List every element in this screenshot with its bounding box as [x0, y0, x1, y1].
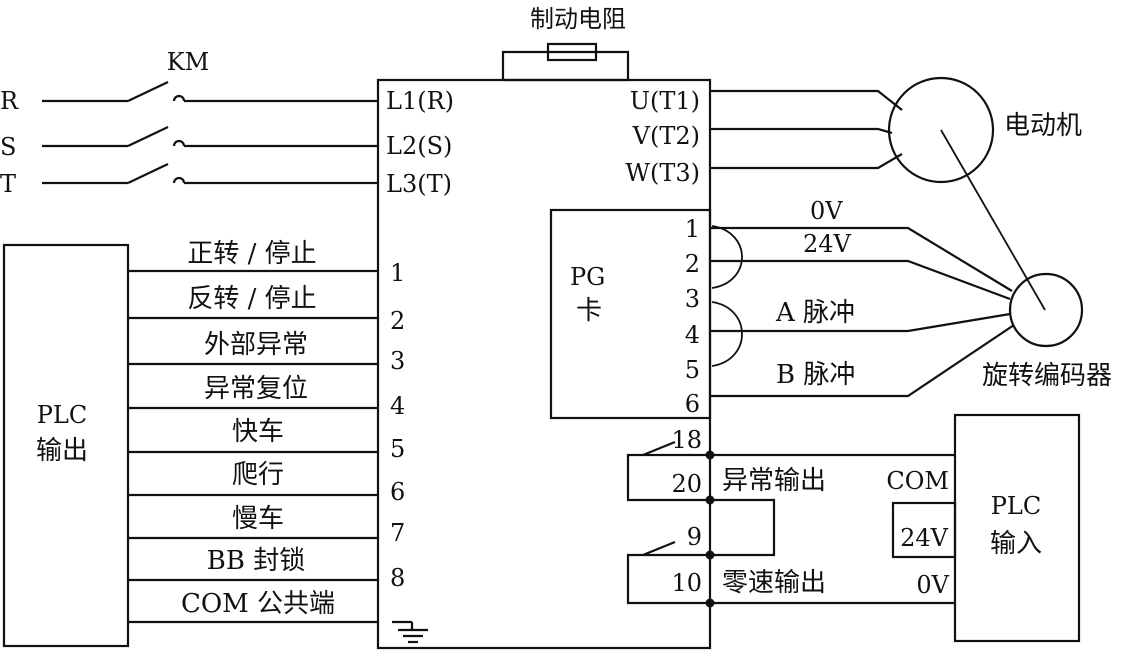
encoder-label: 旋转编码器 — [982, 361, 1112, 391]
motor-wires — [710, 89, 903, 170]
signal-slow: 慢车 — [232, 504, 284, 534]
pg-terminal-5: 5 — [685, 356, 700, 384]
plc-output-label-line1: PLC — [37, 401, 87, 429]
braking-resistor — [501, 42, 630, 82]
plc-input-box — [953, 413, 1081, 643]
control-terminal-4: 4 — [390, 392, 405, 420]
relay-terminal-9: 9 — [687, 523, 702, 551]
power-input-s: S — [0, 133, 16, 161]
relay-terminal-20: 20 — [671, 470, 702, 498]
control-terminal-6: 6 — [390, 478, 405, 506]
control-terminal-2: 2 — [390, 307, 405, 335]
fault-relay-contact — [626, 440, 710, 502]
plc-input-0v: 0V — [916, 571, 949, 599]
terminal-v: V(T2) — [632, 122, 700, 150]
pg-card-label-line1: PG — [570, 263, 605, 291]
pg-card-box — [549, 208, 712, 420]
pg-signal-a-pulse: A 脉冲 — [775, 298, 855, 328]
plc-input-24v: 24V — [900, 524, 949, 552]
control-terminal-8: 8 — [390, 564, 405, 592]
relay-plc-wires — [710, 453, 955, 605]
control-terminal-1: 1 — [390, 259, 405, 287]
plc-input-com: COM — [886, 467, 949, 495]
signal-fast: 快车 — [232, 417, 284, 447]
pg-card-label-line2: 卡 — [576, 296, 602, 326]
braking-resistor-label: 制动电阻 — [530, 5, 626, 33]
pg-signal-0v: 0V — [810, 197, 843, 225]
relay-output-zero-speed: 零速输出 — [722, 568, 826, 598]
encoder-symbol — [1008, 272, 1084, 348]
terminal-l3: L3(T) — [386, 170, 452, 198]
control-terminal-7: 7 — [390, 519, 405, 547]
zero-speed-relay-contact — [626, 540, 710, 605]
power-line-t — [42, 163, 378, 185]
plc-input-24v-box — [891, 501, 957, 559]
control-terminal-3: 3 — [390, 347, 405, 375]
motor-symbol — [887, 76, 995, 184]
pg-signal-b-pulse: B 脉冲 — [776, 360, 855, 390]
signal-reverse-stop: 反转 / 停止 — [187, 284, 316, 314]
signal-external-fault: 外部异常 — [204, 330, 308, 360]
terminal-u: U(T1) — [630, 87, 700, 115]
motor-encoder-shaft — [940, 129, 1046, 311]
terminal-dots — [705, 450, 715, 608]
plc-output-label-line2: 输出 — [36, 436, 88, 466]
pg-terminal-2: 2 — [685, 250, 700, 278]
power-line-r — [42, 81, 378, 103]
control-terminal-5: 5 — [390, 435, 405, 463]
pg-terminal-3: 3 — [685, 285, 700, 313]
relay-terminal-10: 10 — [671, 569, 702, 597]
power-input-r: R — [0, 87, 19, 115]
signal-creep: 爬行 — [232, 460, 284, 490]
terminal-l1: L1(R) — [386, 87, 454, 115]
signal-forward-stop: 正转 / 停止 — [187, 239, 316, 269]
plc-input-label-line2: 输入 — [990, 529, 1042, 559]
control-lines — [128, 269, 378, 624]
power-input-t: T — [0, 170, 16, 198]
pg-terminal-4: 4 — [685, 321, 700, 349]
pg-terminal-1: 1 — [685, 215, 700, 243]
ground-icon — [392, 620, 428, 644]
terminal-w: W(T3) — [625, 159, 700, 187]
plc-output-box — [2, 243, 130, 648]
power-line-s — [42, 126, 378, 148]
signal-com: COM 公共端 — [181, 589, 335, 619]
signal-bb-lock: BB 封锁 — [207, 546, 305, 576]
contactor-label: KM — [167, 48, 210, 76]
pg-encoder-wires — [710, 225, 1015, 398]
relay-output-fault: 异常输出 — [722, 466, 826, 496]
terminal-l2: L2(S) — [386, 132, 452, 160]
motor-label: 电动机 — [1004, 111, 1082, 141]
pg-signal-24v: 24V — [803, 230, 852, 258]
signal-fault-reset: 异常复位 — [204, 374, 308, 404]
relay-terminal-18: 18 — [671, 426, 702, 454]
plc-input-label-line1: PLC — [991, 492, 1041, 520]
pg-terminal-6: 6 — [685, 390, 700, 418]
